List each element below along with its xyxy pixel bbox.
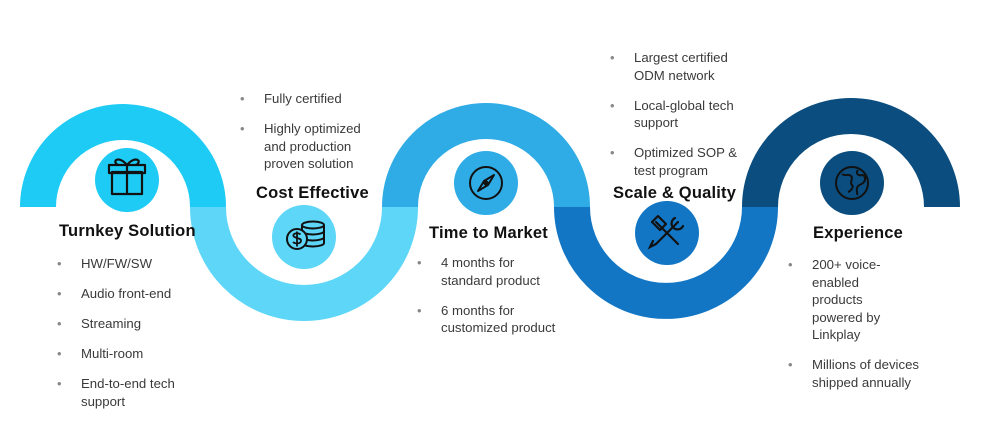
bullet-item: HW/FW/SW [55, 255, 215, 273]
bullet-item: 200+ voice-enabled products powered by L… [786, 256, 910, 344]
bullet-item: Audio front-end [55, 285, 215, 303]
bullet-item: Streaming [55, 315, 215, 333]
gift-icon [107, 158, 147, 196]
coins-dollar-icon [286, 220, 325, 250]
stage-title-scale: Scale & Quality [613, 184, 737, 202]
stage-bullets-time: 4 months for standard product 6 months f… [415, 254, 580, 349]
stage-bullets-turnkey: HW/FW/SW Audio front-end Streaming Multi… [55, 255, 215, 423]
bullet-item: Highly optimized and production proven s… [238, 120, 374, 173]
compass-icon [469, 166, 503, 200]
stage-bullets-experience: 200+ voice-enabled products powered by L… [786, 256, 956, 404]
stage-title-cost: Cost Effective [256, 184, 369, 202]
wave-segment-turnkey [20, 104, 226, 208]
bullet-item: 4 months for standard product [415, 254, 551, 289]
bullet-item: Fully certified [238, 90, 388, 108]
bullet-item: Local-global tech support [608, 97, 758, 132]
bullet-item: 6 months for customized product [415, 302, 581, 337]
stage-title-time: Time to Market [429, 224, 548, 242]
stage-bullets-cost: Fully certified Highly optimized and pro… [238, 90, 388, 185]
wave-segment-time [382, 103, 590, 208]
stage-title-turnkey: Turnkey Solution [59, 222, 196, 240]
bullet-item: Millions of devices shipped annually [786, 356, 940, 391]
wave-segment-scale [554, 206, 778, 319]
bullet-item: Optimized SOP & test program [608, 144, 744, 179]
stage-title-experience: Experience [813, 224, 904, 242]
stage-bullets-scale: Largest certified ODM network Local-glob… [608, 49, 768, 192]
bullet-item: End-to-end tech support [55, 375, 187, 410]
wave-segment-experience [742, 98, 960, 208]
tools-icon [647, 214, 685, 250]
bullet-item: Multi-room [55, 345, 215, 363]
wave-segment-cost [190, 206, 418, 321]
bullet-item: Largest certified ODM network [608, 49, 746, 84]
globe-icon [835, 166, 869, 200]
